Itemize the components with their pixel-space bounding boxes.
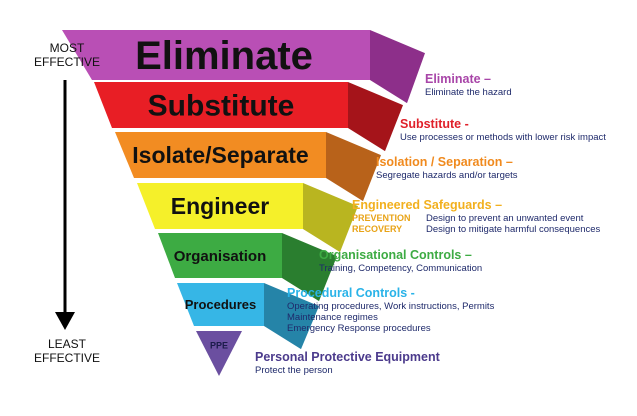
desc-eliminate: Eliminate –Eliminate the hazard — [425, 72, 512, 98]
tier-engineer — [137, 183, 303, 229]
desc-heading-organisation: Organisational Controls – — [319, 248, 472, 262]
desc-line-organisation: Training, Competency, Communication — [319, 263, 483, 274]
desc-row-value: Design to prevent an unwanted event — [426, 213, 584, 224]
tier-label-eliminate: Eliminate — [135, 34, 313, 78]
tier-side-substitute — [348, 82, 403, 152]
desc-heading-procedures: Procedural Controls - — [287, 286, 415, 300]
tier-label-organisation: Organisation — [174, 248, 267, 265]
desc-line-isolate-separate: Segregate hazards and/or targets — [376, 170, 518, 181]
tier-side-engineer — [303, 183, 358, 253]
tier-ppe — [196, 331, 242, 376]
tier-label-procedures: Procedures — [185, 297, 257, 312]
desc-heading-eliminate: Eliminate – — [425, 72, 491, 86]
effective-bottom-label: EFFECTIVE — [33, 351, 100, 365]
desc-isolate-separate: Isolation / Separation –Segregate hazard… — [376, 155, 518, 181]
desc-procedures: Procedural Controls -Operating procedure… — [287, 286, 494, 334]
desc-substitute: Substitute -Use processes or methods wit… — [400, 117, 606, 143]
most-label: MOST — [49, 41, 85, 55]
least-effective-label: LEAST EFFECTIVE — [30, 337, 104, 365]
tier-label-ppe: PPE — [210, 341, 228, 351]
most-effective-label: MOST EFFECTIVE — [32, 41, 102, 69]
tier-label-isolate-separate: Isolate/Separate — [132, 142, 308, 168]
tier-substitute — [94, 82, 348, 128]
desc-line-substitute: Use processes or methods with lower risk… — [400, 132, 606, 143]
tier-eliminate — [62, 30, 370, 80]
desc-row-recovery: RECOVERY Design to mitigate harmful conse… — [352, 224, 600, 235]
desc-heading-substitute: Substitute - — [400, 117, 469, 131]
tier-side-eliminate — [370, 30, 425, 104]
tier-isolate-separate — [115, 132, 326, 178]
desc-row-key: RECOVERY — [352, 224, 403, 234]
desc-row-prevention: PREVENTION Design to prevent an unwanted … — [352, 213, 600, 224]
tier-label-substitute: Substitute — [148, 90, 295, 123]
least-label: LEAST — [47, 337, 86, 351]
desc-line-eliminate: Eliminate the hazard — [425, 87, 512, 98]
desc-organisation: Organisational Controls –Training, Compe… — [319, 248, 482, 274]
desc-engineer: Engineered Safeguards –PREVENTION Design … — [352, 198, 600, 235]
desc-line-procedures: Maintenance regimes — [287, 312, 378, 323]
tier-side-procedures — [264, 283, 319, 350]
tier-label-engineer: Engineer — [171, 193, 269, 219]
effectiveness-arrow-head — [55, 312, 75, 330]
desc-line-procedures: Emergency Response procedures — [287, 323, 431, 334]
effective-top-label: EFFECTIVE — [33, 55, 100, 69]
desc-heading-engineer: Engineered Safeguards – — [352, 198, 503, 212]
tier-procedures — [177, 283, 264, 326]
tier-side-organisation — [282, 233, 337, 302]
desc-heading-ppe: Personal Protective Equipment — [255, 350, 440, 364]
desc-heading-isolate-separate: Isolation / Separation – — [376, 155, 513, 169]
desc-line-ppe: Protect the person — [255, 365, 333, 376]
desc-line-procedures: Operating procedures, Work instructions,… — [287, 301, 495, 312]
desc-row-key: PREVENTION — [352, 213, 411, 223]
tier-side-isolate-separate — [326, 132, 381, 202]
tier-organisation — [158, 233, 282, 278]
desc-row-value: Design to mitigate harmful consequences — [426, 224, 601, 235]
